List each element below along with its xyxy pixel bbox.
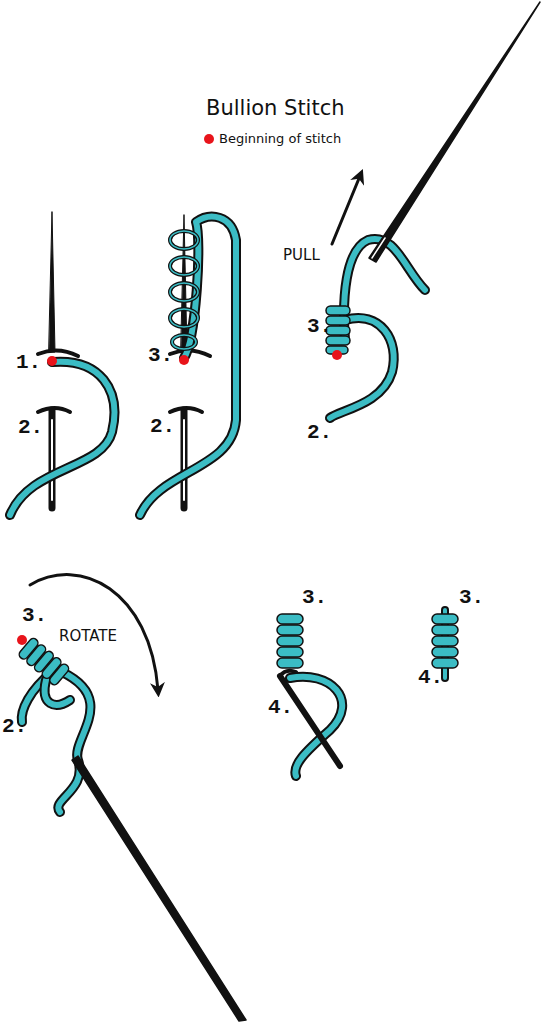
action-label: ROTATE — [59, 627, 117, 645]
callout-number: 2. — [150, 415, 175, 438]
callout-number: 3. — [307, 315, 332, 338]
action-label: PULL — [283, 246, 320, 264]
legend-dot — [204, 134, 214, 144]
legend-text: Beginning of stitch — [219, 131, 341, 146]
callout-number: 1. — [16, 351, 41, 374]
diagram-title: Bullion Stitch — [206, 96, 345, 120]
callout-number: 4. — [268, 696, 293, 719]
callout-number: 3. — [22, 604, 47, 627]
callout-number: 2. — [18, 416, 43, 439]
callout-number: 3. — [148, 344, 173, 367]
callout-number: 4. — [418, 666, 443, 689]
callout-number: 2. — [307, 421, 332, 444]
callout-number: 2. — [2, 715, 27, 738]
callout-number: 3. — [459, 586, 484, 609]
callout-number: 3. — [302, 586, 327, 609]
